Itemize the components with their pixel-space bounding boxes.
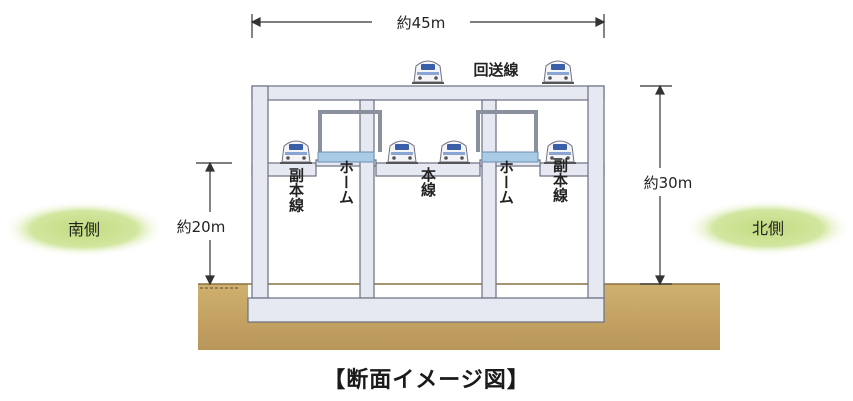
height-arrow-bottom <box>655 275 665 286</box>
platform-left-label: ホーム <box>337 160 355 205</box>
sub-line-left-label: 副本線 <box>287 168 305 214</box>
south-side-label: 南側 <box>68 220 100 239</box>
train-return-left <box>412 60 444 84</box>
platform-left <box>317 151 375 163</box>
platform-frame-right <box>476 110 538 152</box>
height-label: 約30m <box>644 174 693 192</box>
main-line-label: 本線 <box>419 166 437 198</box>
train-main-2 <box>438 140 470 164</box>
platform-frame-left <box>318 110 382 152</box>
width-arrow-left <box>250 17 261 27</box>
mid-slab-center <box>375 162 481 177</box>
train-sub-right <box>544 140 576 164</box>
height-arrow-top <box>655 84 665 95</box>
return-line-label: 回送線 <box>473 61 518 79</box>
north-side-label: 北側 <box>752 219 784 238</box>
train-return-right <box>542 60 574 84</box>
outer-wall-left <box>251 85 269 299</box>
platform-right <box>481 151 539 163</box>
column-left <box>359 99 375 299</box>
diagram-caption: 【断面イメージ図】 <box>323 368 530 393</box>
train-sub-left <box>280 140 312 164</box>
width-label: 約45m <box>397 14 446 32</box>
platform-right-label: ホーム <box>497 160 515 205</box>
column-right <box>481 99 497 299</box>
outer-wall-right <box>587 85 605 299</box>
trains <box>280 60 576 164</box>
south-side-glow <box>2 201 166 257</box>
structure <box>247 85 605 323</box>
depth-arrow-top <box>205 161 215 172</box>
dimension-lines <box>196 14 672 286</box>
base-slab <box>247 297 605 323</box>
depth-arrow-bottom <box>205 275 215 286</box>
width-arrow-right <box>595 17 606 27</box>
north-side-glow <box>684 200 852 256</box>
sub-line-right-label: 副本線 <box>551 158 569 204</box>
train-main-1 <box>386 140 418 164</box>
depth-label: 約20m <box>177 218 226 236</box>
roof-slab <box>251 85 605 101</box>
